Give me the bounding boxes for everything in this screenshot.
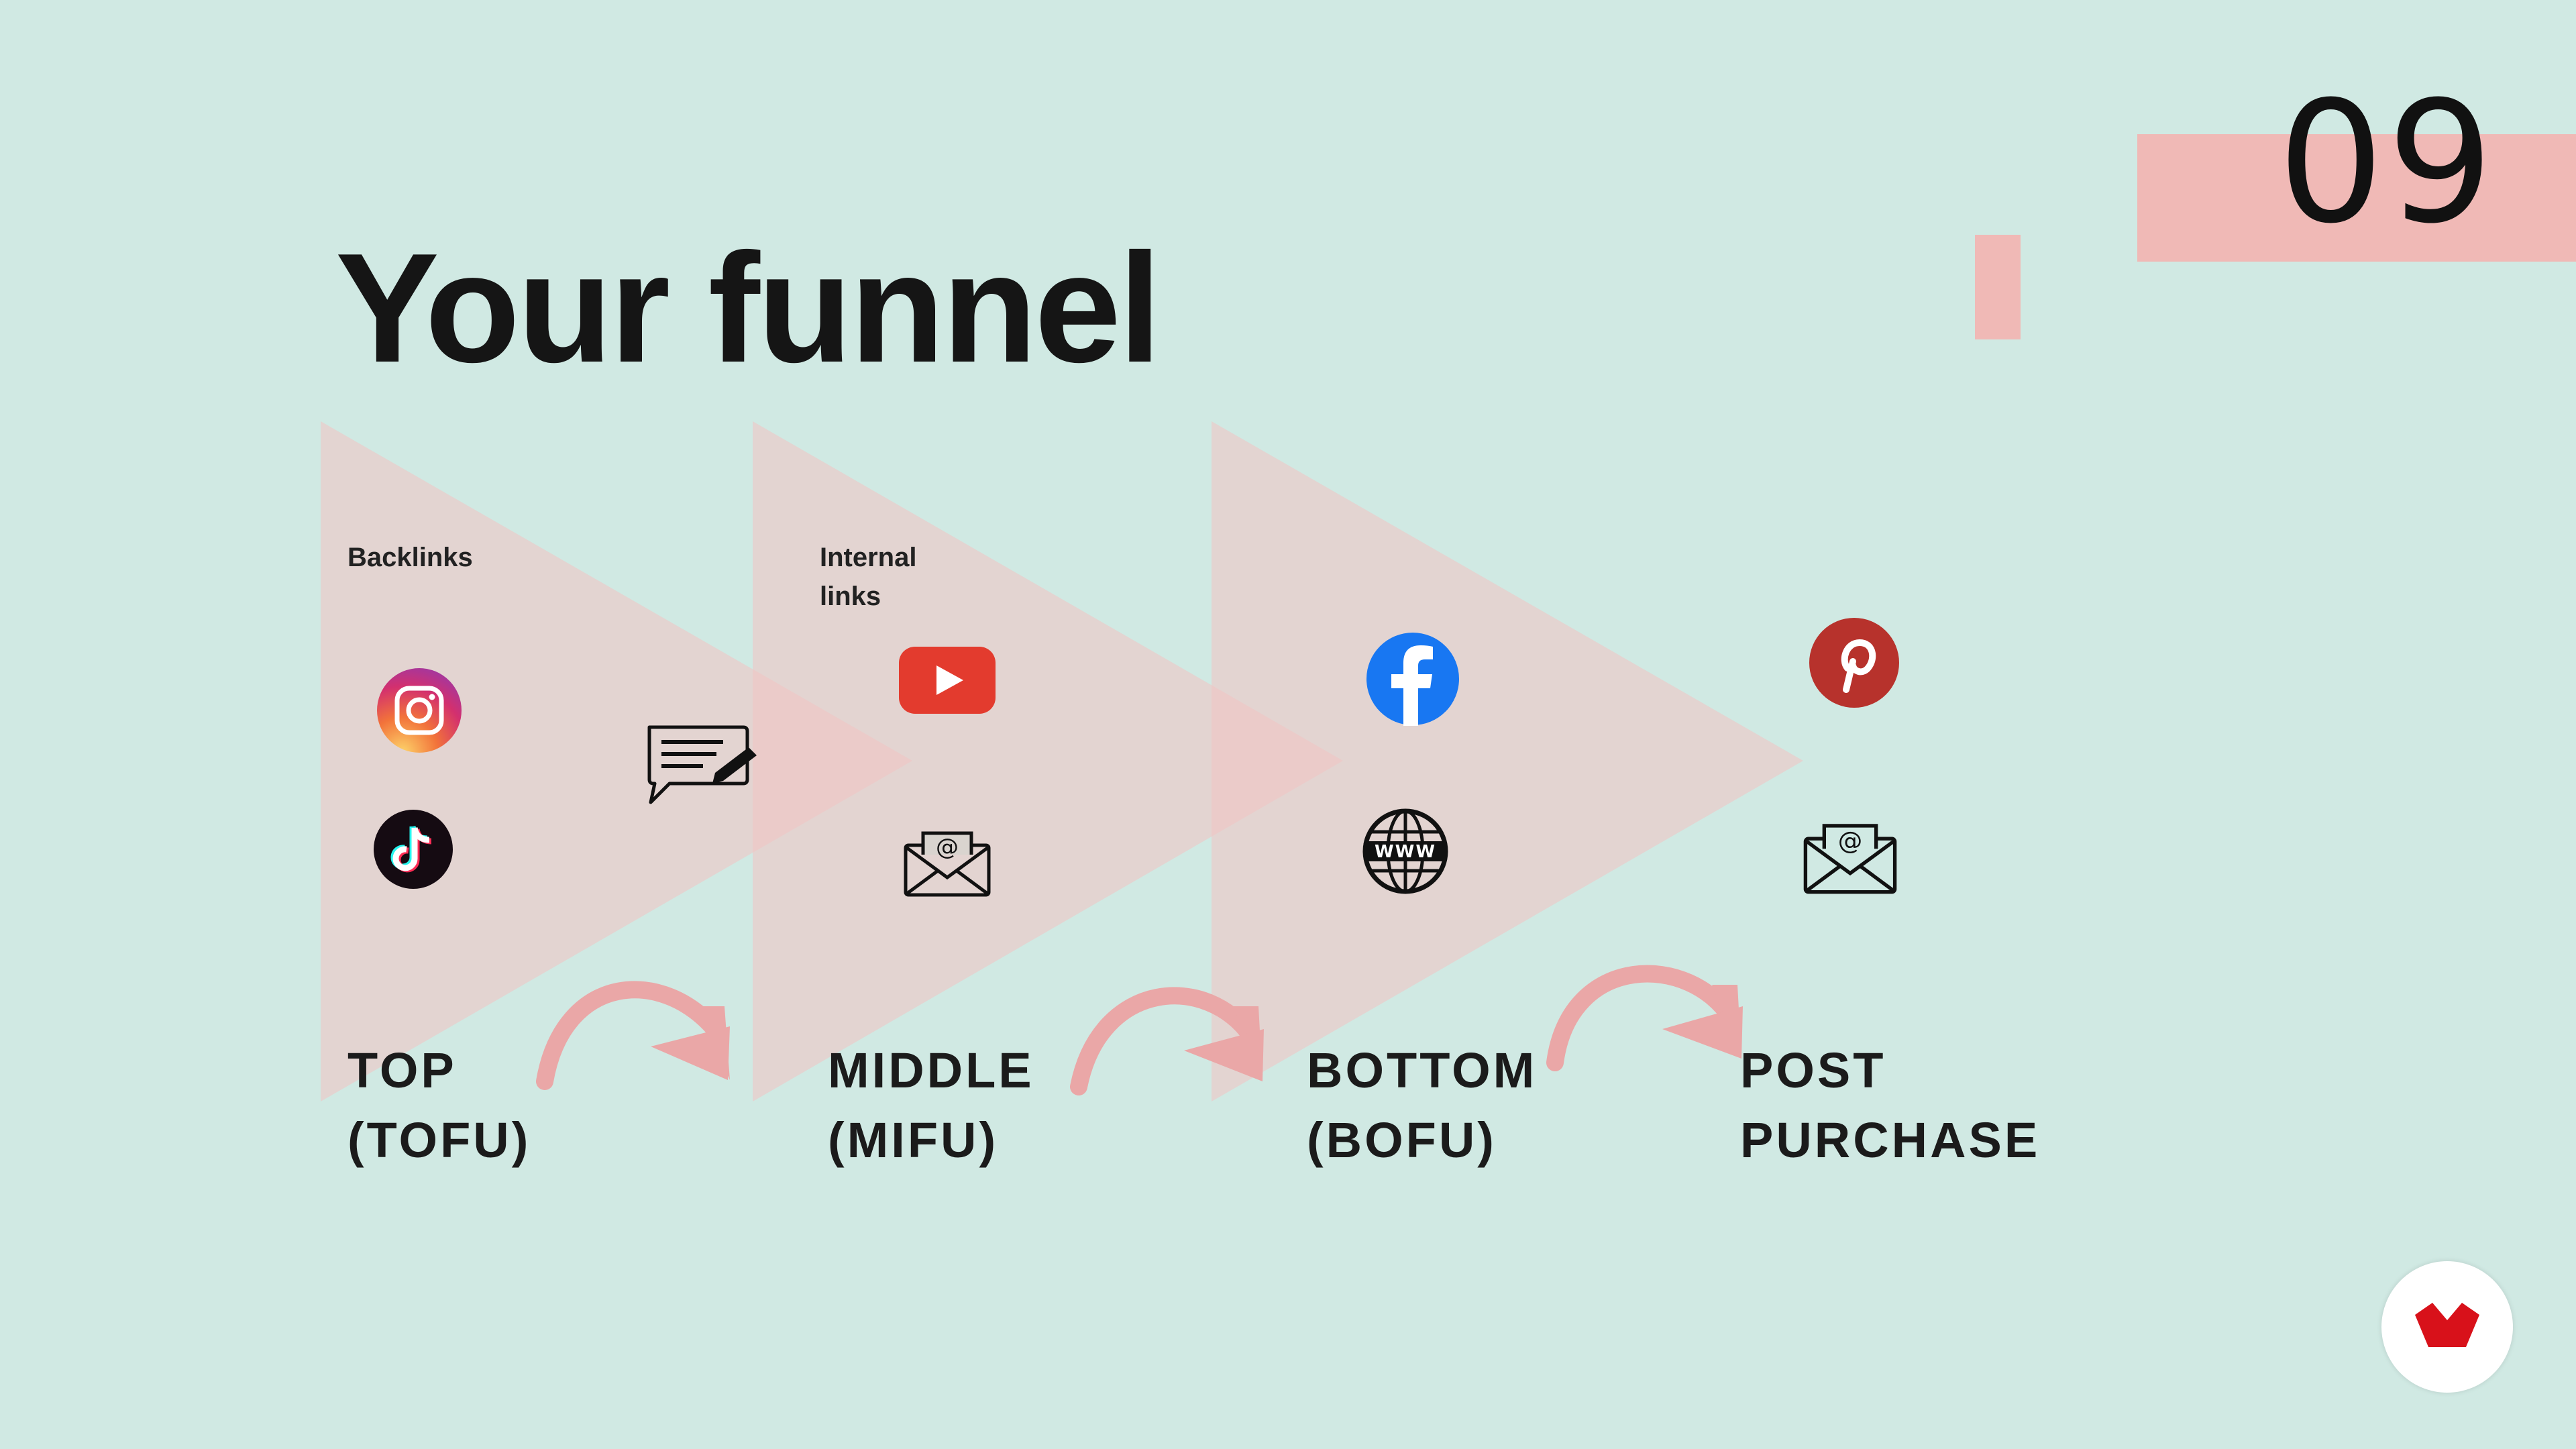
stage-bottom-line2: (BOFU) xyxy=(1307,1112,1497,1168)
stage-middle-line1: MIDDLE xyxy=(828,1042,1034,1098)
email-icon-post: @ xyxy=(1803,824,1897,894)
slide-title: Your funnel xyxy=(335,221,1162,395)
internal-links-label: Internal links xyxy=(820,538,994,616)
facebook-icon xyxy=(1366,633,1459,726)
youtube-icon xyxy=(899,647,996,714)
curved-arrow-3 xyxy=(1546,965,1741,1071)
curved-arrow-2 xyxy=(1070,987,1260,1095)
email-icon: @ xyxy=(904,831,991,897)
stage-top-line2: (TOFU) xyxy=(347,1112,531,1168)
internal-links-line2: links xyxy=(820,582,881,611)
svg-text:@: @ xyxy=(1838,826,1863,855)
curved-arrow-1 xyxy=(536,981,727,1090)
page-number: 09 xyxy=(2277,65,2497,260)
brand-logo-button[interactable] xyxy=(2381,1261,2513,1393)
svg-text:WWW: WWW xyxy=(1375,842,1436,862)
funnel-triangle-bottom xyxy=(1212,421,1803,1102)
www-globe-icon: WWW xyxy=(1362,808,1448,894)
blog-comment-icon xyxy=(647,725,757,804)
funnel-triangle-middle xyxy=(753,421,1343,1102)
stage-post-line1: POST xyxy=(1740,1042,1886,1098)
instagram-icon xyxy=(377,668,462,753)
stage-label-post-purchase: POST PURCHASE xyxy=(1740,1036,2040,1175)
pinterest-icon xyxy=(1809,618,1899,708)
stage-label-top: TOP (TOFU) xyxy=(347,1036,531,1175)
tiktok-icon xyxy=(374,810,453,889)
internal-links-line1: Internal xyxy=(820,543,917,572)
brand-logo-icon xyxy=(2415,1303,2479,1347)
stage-label-bottom: BOTTOM (BOFU) xyxy=(1307,1036,1537,1175)
backlinks-label: Backlinks xyxy=(347,543,473,572)
stage-post-line2: PURCHASE xyxy=(1740,1112,2041,1168)
page-number-badge xyxy=(2137,134,2576,262)
funnel-triangle-top xyxy=(321,421,912,1102)
stage-label-middle: MIDDLE (MIFU) xyxy=(828,1036,1034,1175)
stage-middle-line2: (MIFU) xyxy=(828,1112,999,1168)
stage-top-line1: TOP xyxy=(347,1042,457,1098)
svg-text:@: @ xyxy=(936,834,959,861)
accent-tab xyxy=(1975,235,2021,339)
stage-bottom-line1: BOTTOM xyxy=(1307,1042,1538,1098)
